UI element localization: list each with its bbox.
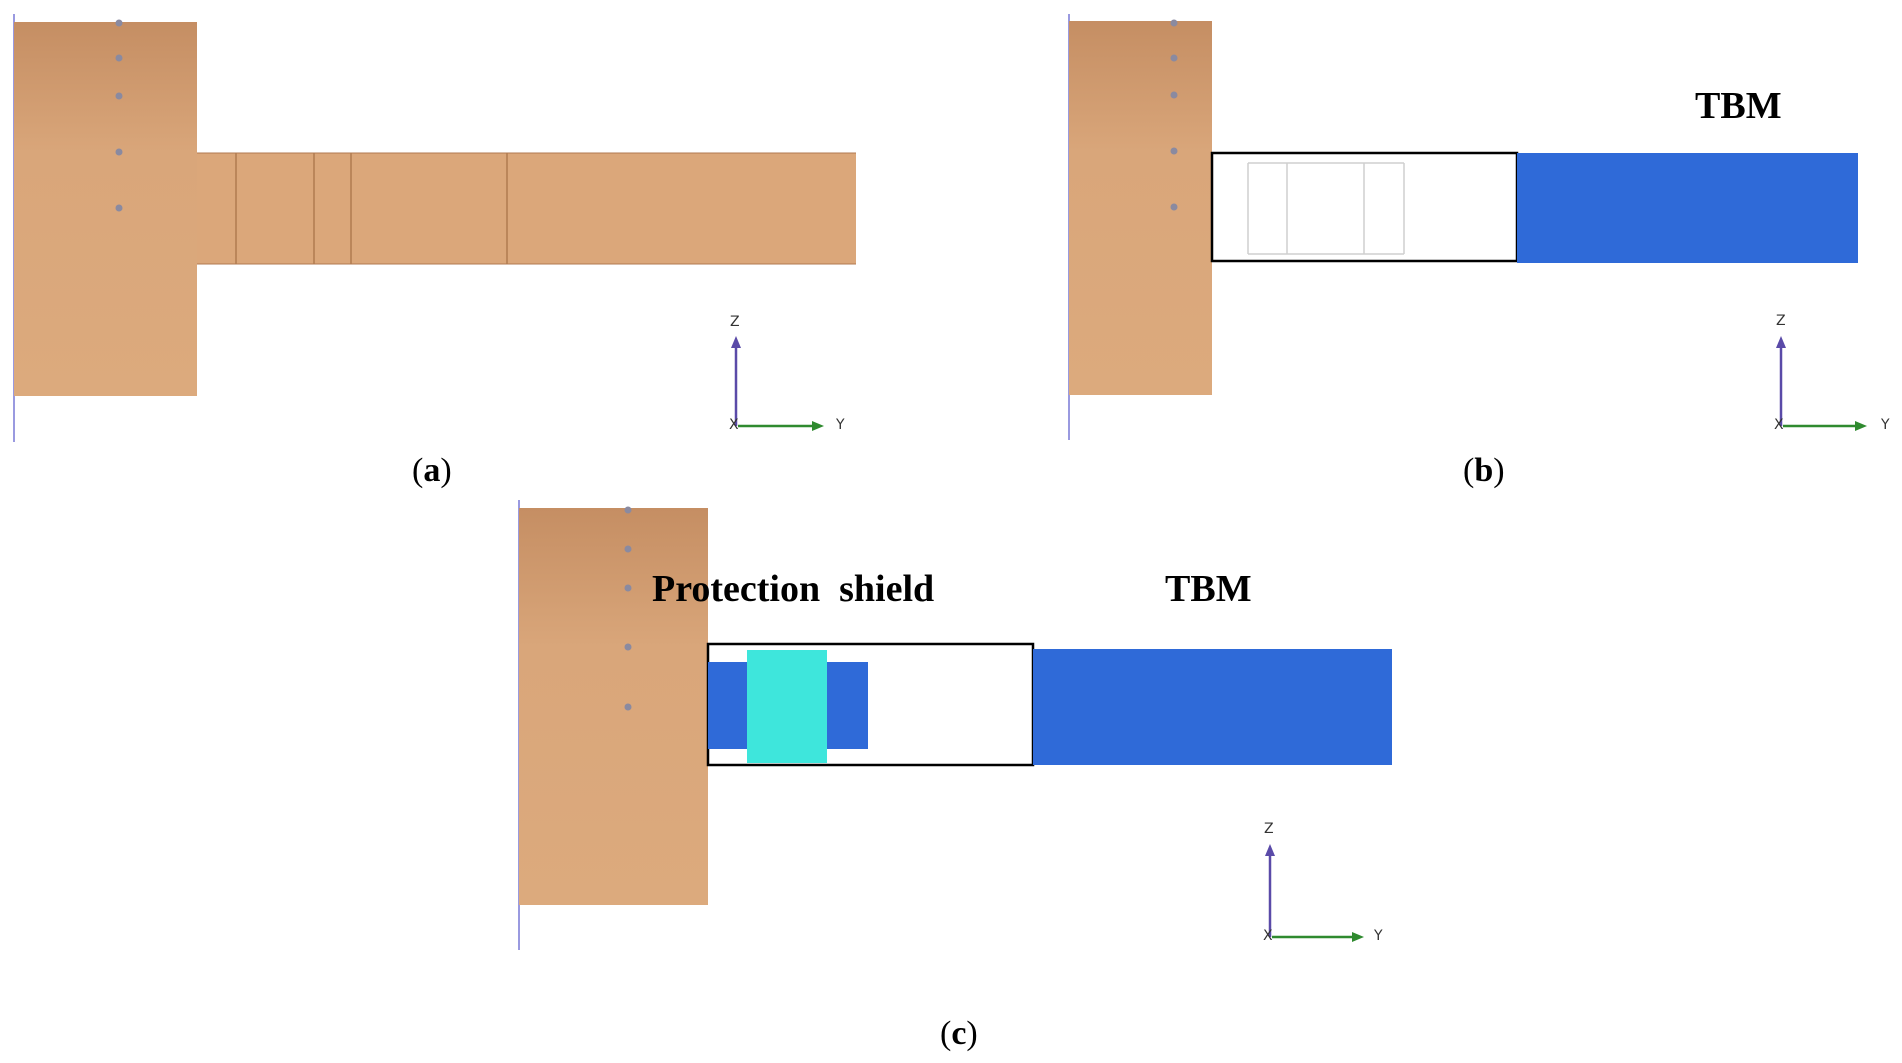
panel-c-drawing — [518, 500, 1392, 950]
panel-a: Z X Y (a) — [0, 0, 900, 489]
x-axis-label: X — [1263, 928, 1273, 944]
x-axis-label: X — [1774, 417, 1784, 433]
monitoring-point-marker — [115, 204, 123, 212]
monitoring-point-marker — [624, 703, 632, 711]
monitoring-point-marker — [115, 148, 123, 156]
monitoring-point-marker — [1170, 147, 1178, 155]
y-axis-arrowhead — [812, 421, 824, 431]
z-axis-arrowhead — [1265, 844, 1275, 856]
y-axis-label: Y — [1374, 928, 1383, 944]
panel-b: TBM Z X Y (b) — [1055, 0, 1902, 489]
caption-a: (a) — [412, 452, 452, 489]
y-axis-label: Y — [836, 417, 845, 433]
soil-block — [519, 508, 708, 905]
z-axis-label: Z — [1264, 821, 1274, 837]
monitoring-point-marker — [115, 92, 123, 100]
monitoring-point-marker — [1170, 54, 1178, 62]
monitoring-point-marker — [624, 506, 632, 514]
monitoring-point-marker — [1170, 19, 1178, 27]
tbm-body — [1517, 153, 1858, 263]
panel-a-drawing — [13, 14, 856, 442]
soil-block — [14, 22, 197, 396]
monitoring-point-marker — [624, 643, 632, 651]
y-axis-arrowhead — [1352, 932, 1364, 942]
monitoring-point-marker — [624, 584, 632, 592]
y-axis-arrowhead — [1855, 421, 1867, 431]
tunnel-lining — [197, 153, 856, 264]
soil-block — [1069, 21, 1212, 395]
z-axis-label: Z — [1776, 313, 1786, 329]
monitoring-point-marker — [624, 545, 632, 553]
y-axis-label: Y — [1881, 417, 1890, 433]
monitoring-point-marker — [1170, 203, 1178, 211]
x-axis-label: X — [729, 417, 739, 433]
monitoring-point-marker — [115, 19, 123, 27]
panel-c: Protection shield TBM Z X Y (c) — [500, 490, 1450, 1060]
z-axis-arrowhead — [731, 336, 741, 348]
monitoring-point-marker — [115, 54, 123, 62]
monitoring-point-marker — [1170, 91, 1178, 99]
protection-shield-label: Protection shield — [652, 568, 935, 610]
caption-b: (b) — [1463, 452, 1505, 489]
protection-shield-ring — [747, 650, 827, 763]
panel-b-drawing — [1068, 14, 1867, 440]
caption-c: (c) — [940, 1015, 978, 1052]
z-axis-arrowhead — [1776, 336, 1786, 348]
tbm-body — [1033, 649, 1392, 765]
z-axis-label: Z — [730, 314, 740, 330]
tbm-label: TBM — [1165, 568, 1252, 610]
tbm-label: TBM — [1695, 85, 1782, 127]
